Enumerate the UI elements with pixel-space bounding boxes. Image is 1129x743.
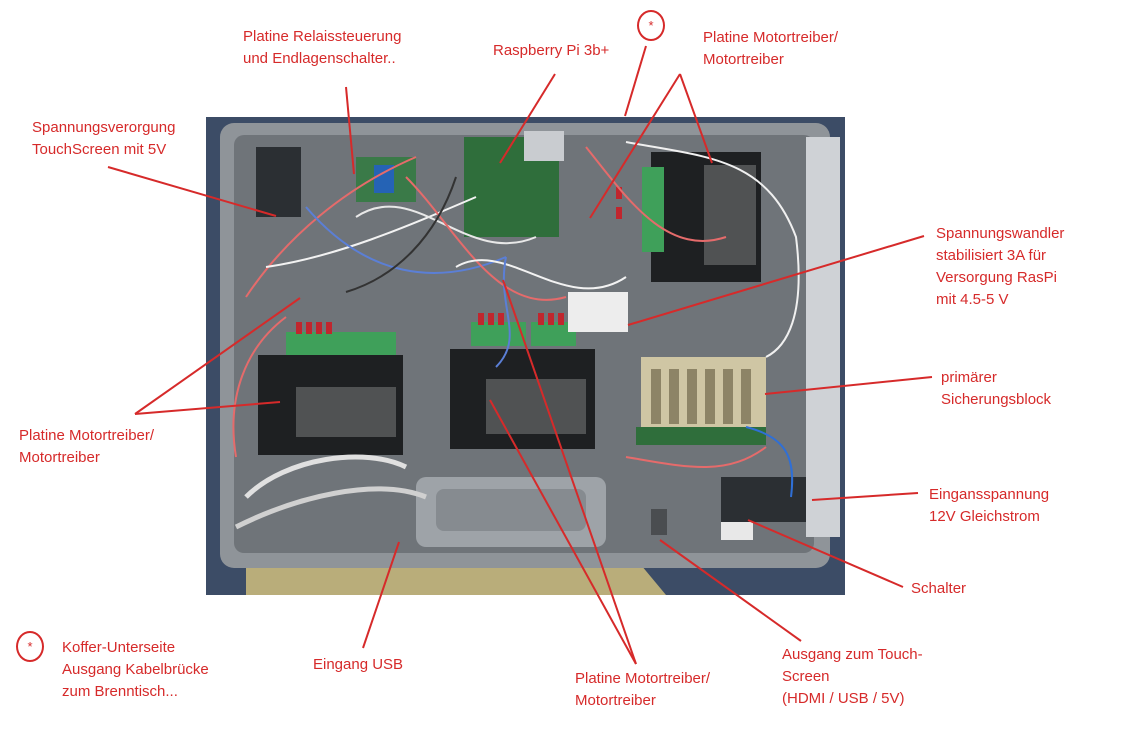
label-touch-out: Ausgang zum Touch-Screen (HDMI / USB / 5… [782,646,923,707]
label-motor-top: Platine Motortreiber/Motortreiber [703,29,839,68]
label-motor-bottom: Platine Motortreiber/Motortreiber [575,670,711,709]
label-schalter: Schalter [911,580,967,597]
case-illustration [206,117,845,595]
star-marker-legend: * [16,631,44,662]
label-raspi: Raspberry Pi 3b+ [493,42,610,59]
electronics-case-photo [206,117,845,595]
label-usb: Eingang USB [313,656,404,673]
star-marker-top: * [637,10,665,41]
label-motor-left: Platine Motortreiber/Motortreiber [19,427,155,466]
